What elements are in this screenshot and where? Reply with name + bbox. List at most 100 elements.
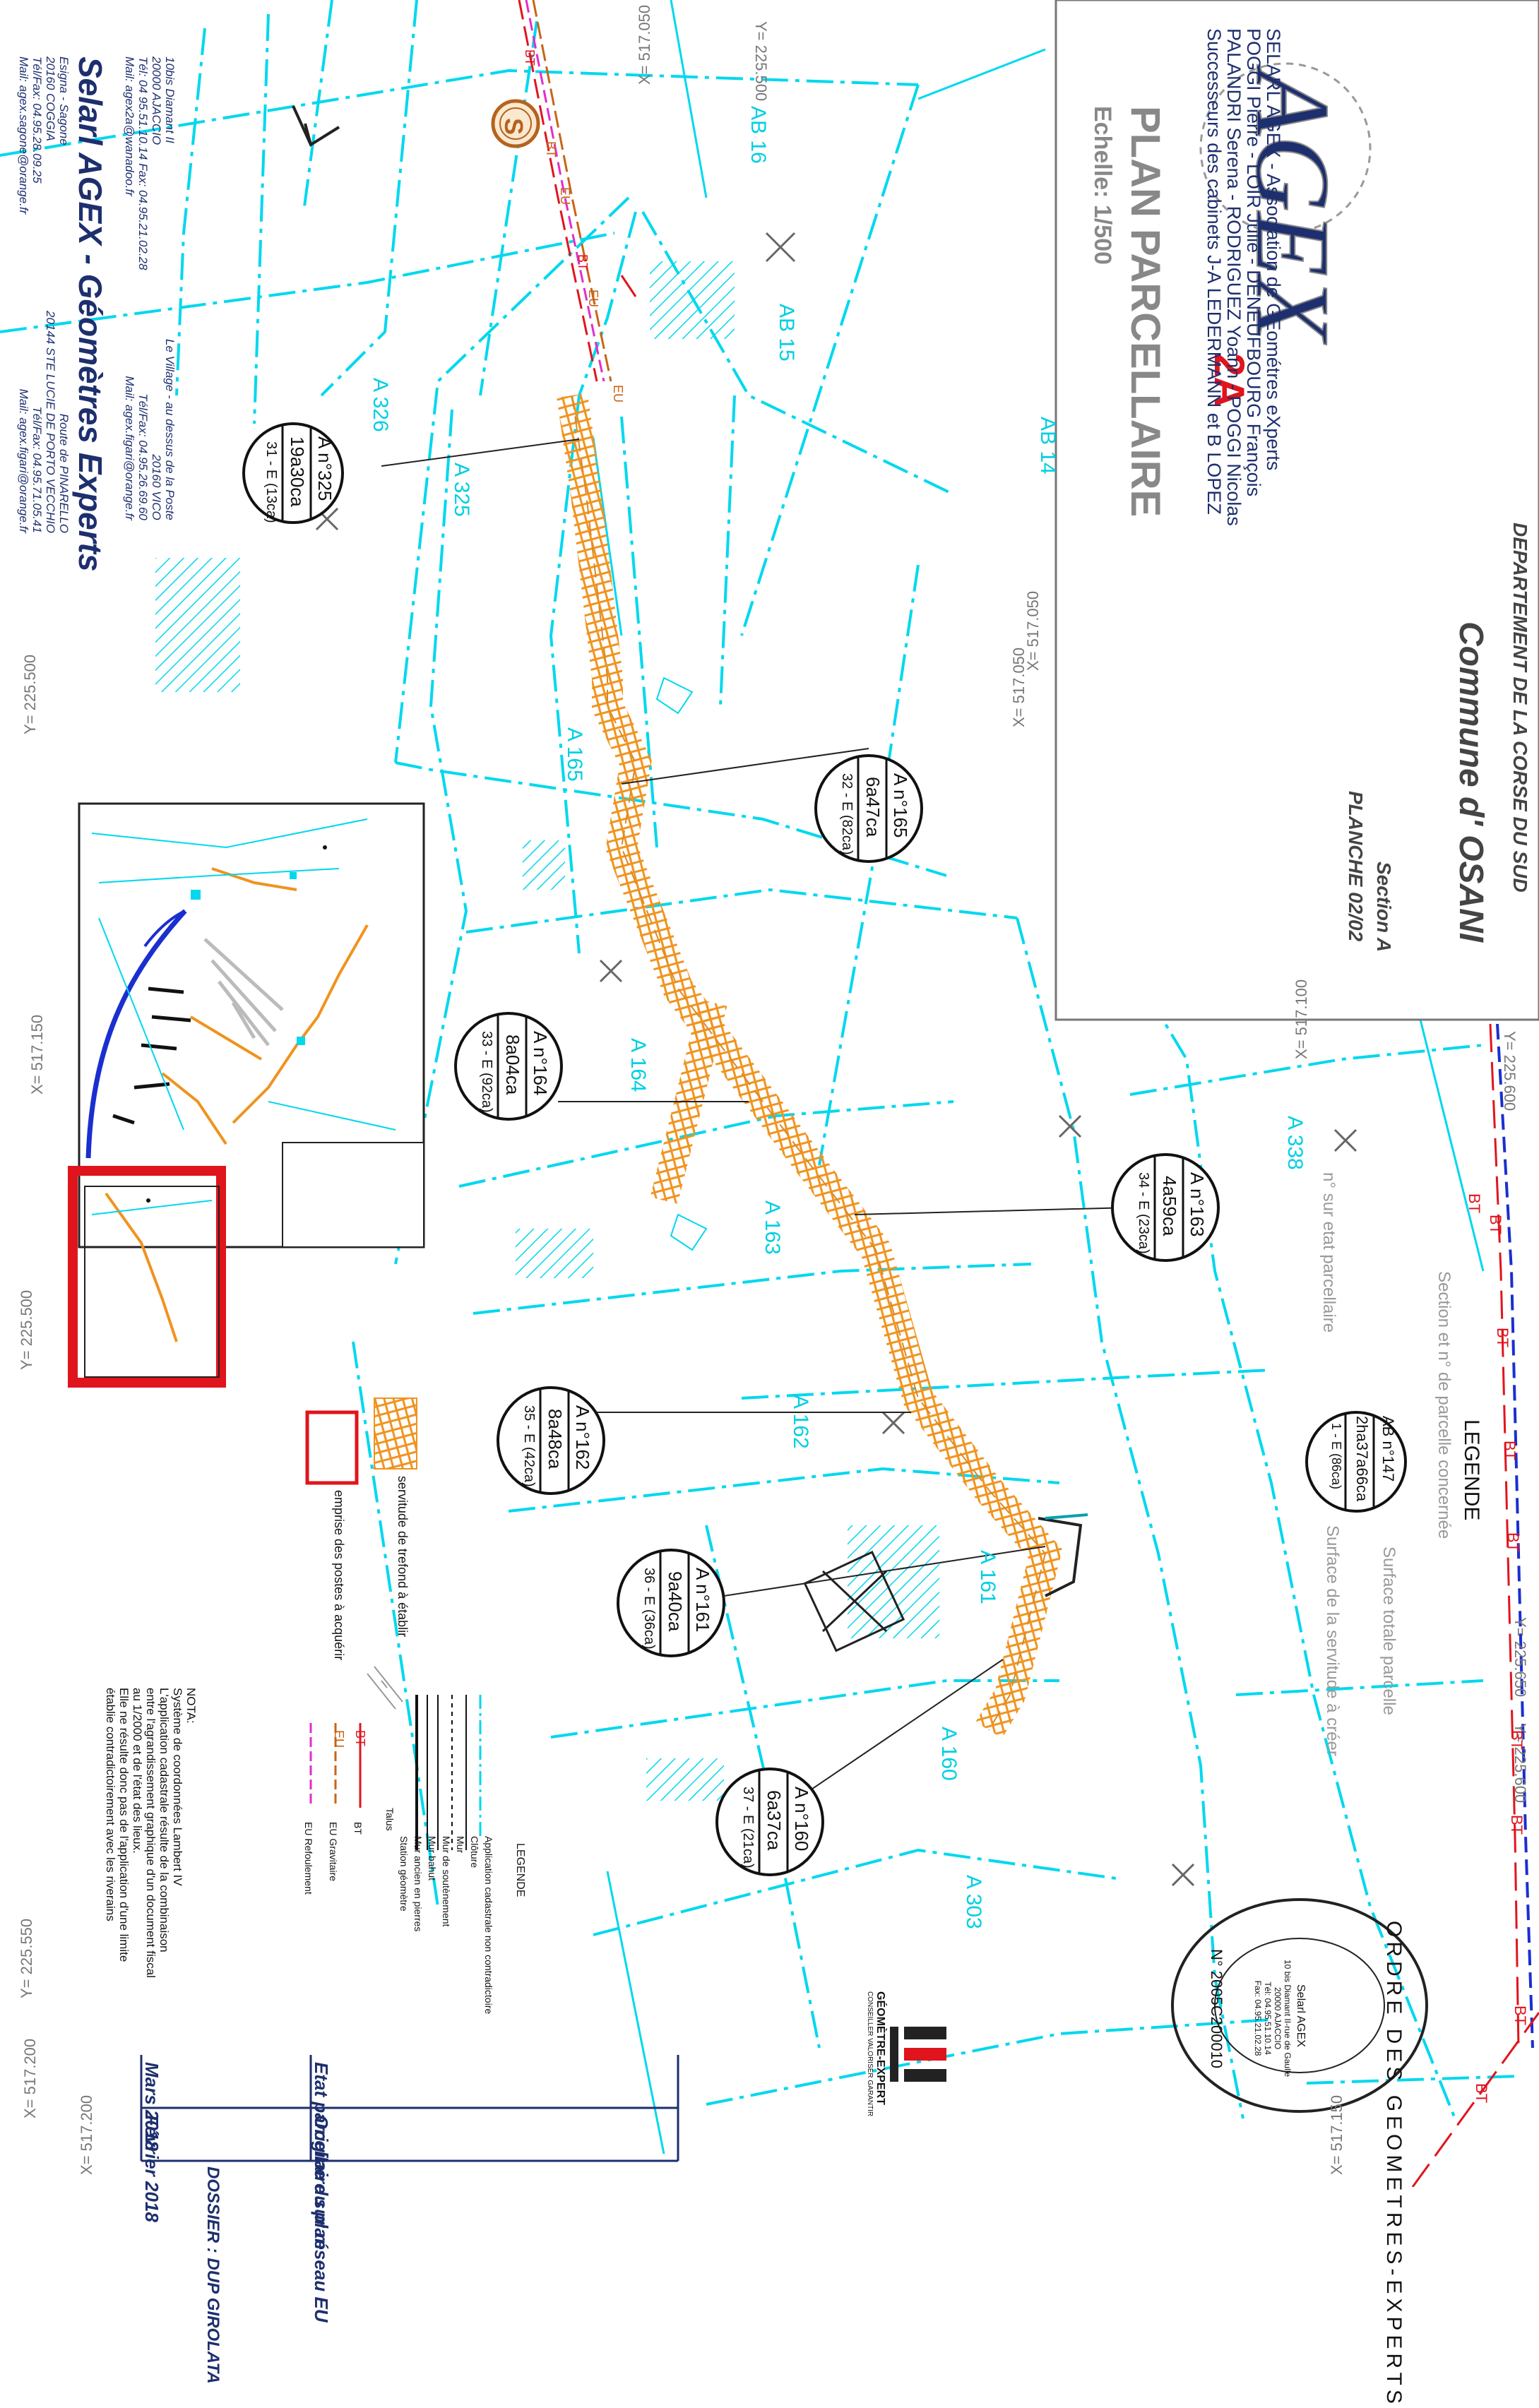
commune-label: Commune d' OSANI — [1452, 621, 1490, 943]
stamp-firm: Selarl AGEX — [1295, 1984, 1307, 2047]
bubble-161-serv: 36 - E (36ca) — [641, 1568, 657, 1650]
bubble-163-id: A n°163 — [1187, 1172, 1208, 1237]
firm-line-1: SELARL AGEX - Association de GEométres e… — [1263, 28, 1284, 471]
net-label-eu3: EU — [611, 385, 625, 403]
bubble-165-area: 6a47ca — [862, 777, 884, 838]
net-label-bt8: BT — [1508, 1730, 1526, 1751]
section-label: Section A — [1373, 862, 1395, 953]
ge-logo-title: GÉOMÈTRE-EXPERT — [874, 1991, 886, 2105]
legend-bottom-title: LEGENDE — [514, 1843, 526, 1897]
net-label-bt6: BT — [1501, 1441, 1519, 1461]
department-label: DEPARTEMENT DE LA CORSE DU SUD — [1509, 523, 1531, 893]
cadastral-map: S AGEX 2A — [0, 0, 1539, 2187]
legend-desc-surface: Surface totale parcelle — [1379, 1546, 1398, 1715]
net-label-eu: EU — [558, 187, 572, 205]
firm-line-2: POGGI Pierre - LOIR Julie - DENEUFBOURG … — [1243, 28, 1264, 497]
bubble-160-area: 6a37ca — [763, 1790, 785, 1851]
legend-desc-num: n° sur etat parcellaire — [1319, 1172, 1338, 1333]
network-right — [1411, 1023, 1539, 2187]
legend-item-eu-grav: EU Gravitaire — [328, 1822, 339, 1882]
coord-4: Y= 225.500 — [21, 654, 39, 734]
survey-mark-2 — [620, 275, 637, 297]
bubble-162-serv: 35 - E (42ca) — [521, 1405, 537, 1487]
legend-item-talus: Talus — [384, 1808, 396, 1831]
svg-text:2A: 2A — [1206, 353, 1253, 407]
parcel-a163: A 163 — [761, 1200, 784, 1255]
legend-top-title: LEGENDE — [1460, 1419, 1483, 1521]
agex-logo: AGEX 2A — [1199, 62, 1372, 407]
bubble-325-area: 19a30ca — [287, 436, 308, 507]
bubble-162-id: A n°162 — [572, 1405, 593, 1470]
coord-15: X= 517.150 — [1328, 2094, 1345, 2175]
coord-10: X= 517.150 — [28, 1014, 46, 1095]
net-label-bt5: BT — [1494, 1328, 1511, 1348]
legend-item-soutenement: Mur de soutènement — [441, 1836, 452, 1927]
parcel-bubbles — [242, 422, 1407, 1876]
net-label-bt10: BT — [1511, 2005, 1529, 2026]
parcel-a325: A 325 — [450, 463, 473, 517]
building — [803, 1550, 905, 1652]
scale-label: Echelle: 1/500 — [1089, 106, 1116, 265]
parcel-ab15: AB 15 — [775, 304, 798, 362]
legend-bubble-area: 2ha37a66ca — [1353, 1416, 1371, 1502]
parcel-a162: A 162 — [789, 1395, 812, 1449]
firm-name: Selarl AGEX - Géomètres Experts — [72, 56, 109, 572]
bubble-164-area: 8a04ca — [502, 1035, 523, 1095]
ge-logo — [890, 2027, 946, 2082]
rev-2-desc: Origine du plan — [311, 2115, 332, 2250]
ge-logo-subtitle: CONSEILLER VALORISER GARANTIR — [866, 1991, 874, 2117]
firm-line-4: Successeurs des cabinets J-A LEDERMANN e… — [1204, 28, 1225, 515]
legend-item-cloture: Clôture — [469, 1836, 480, 1868]
hatched-areas — [155, 261, 939, 1801]
coord-11: Y= 225.550 — [18, 1918, 35, 1998]
bubble-163-serv: 34 - E (23ca) — [1136, 1172, 1151, 1254]
network-top — [518, 0, 612, 382]
survey-mark — [292, 105, 340, 147]
bubble-325-serv: 31 - E (13ca) — [263, 441, 279, 523]
parcel-a303: A 303 — [962, 1875, 985, 1929]
dossier-label: DOSSIER : DUP GIROLATA — [203, 2166, 222, 2384]
bubble-165-id: A n°165 — [890, 773, 911, 838]
stamp-number: N° 2005C200010 — [1208, 1949, 1225, 2069]
bubble-dividers — [281, 425, 1375, 1873]
parcel-a338: A 338 — [1283, 1116, 1307, 1170]
title-block-frame — [1054, 0, 1539, 1021]
coord-7: Y= 225.650 — [1511, 1617, 1529, 1698]
net-label-bt3: BT — [576, 254, 590, 271]
legend-swatches — [305, 1397, 482, 1850]
coord-9: Y= 225.500 — [18, 1289, 35, 1370]
coord-13: X= 517.200 — [21, 2038, 39, 2118]
revisions-table — [140, 2055, 679, 2162]
legend-desc-servitude: Surface de la servitude à créer — [1323, 1525, 1342, 1756]
servitude-corridor — [557, 393, 1088, 1739]
parcel-ab14: AB 14 — [1036, 417, 1059, 475]
legend-code-bt: BT — [353, 1730, 367, 1747]
legend-item-cadastre: Application cadastrale non contradictoir… — [483, 1836, 494, 2015]
coord-1: X= 517.050 — [636, 4, 653, 85]
legend-desc-section: Section et n° de parcelle concernée — [1434, 1271, 1454, 1539]
parcel-a326: A 326 — [369, 378, 392, 432]
coord-5: X= 517.050 — [1010, 647, 1028, 727]
legend-bubble-serv: 1 - E (86ca) — [1329, 1423, 1343, 1490]
emprise-zone — [68, 1166, 226, 1388]
legend-item-bahut: Mur bahut — [427, 1836, 438, 1881]
legend-bubble-id: AB n°147 — [1379, 1416, 1397, 1482]
leader-lines — [381, 439, 1131, 1794]
parcel-a161: A 161 — [976, 1550, 999, 1604]
bubble-160-id: A n°160 — [791, 1787, 812, 1852]
net-label-bt9: BT — [1508, 1815, 1526, 1835]
net-label-bt7: BT — [1504, 1532, 1522, 1553]
planche-label: PLANCHE 02/02 — [1345, 791, 1367, 942]
legend-code-eu: EU — [332, 1730, 346, 1748]
station-marker: S — [491, 99, 540, 148]
coord-14: X= 517.200 — [78, 2094, 95, 2175]
net-label-bt4: BT — [1487, 1215, 1504, 1235]
net-label-bt: BT — [523, 49, 537, 66]
coord-2: Y= 225.500 — [752, 21, 770, 102]
